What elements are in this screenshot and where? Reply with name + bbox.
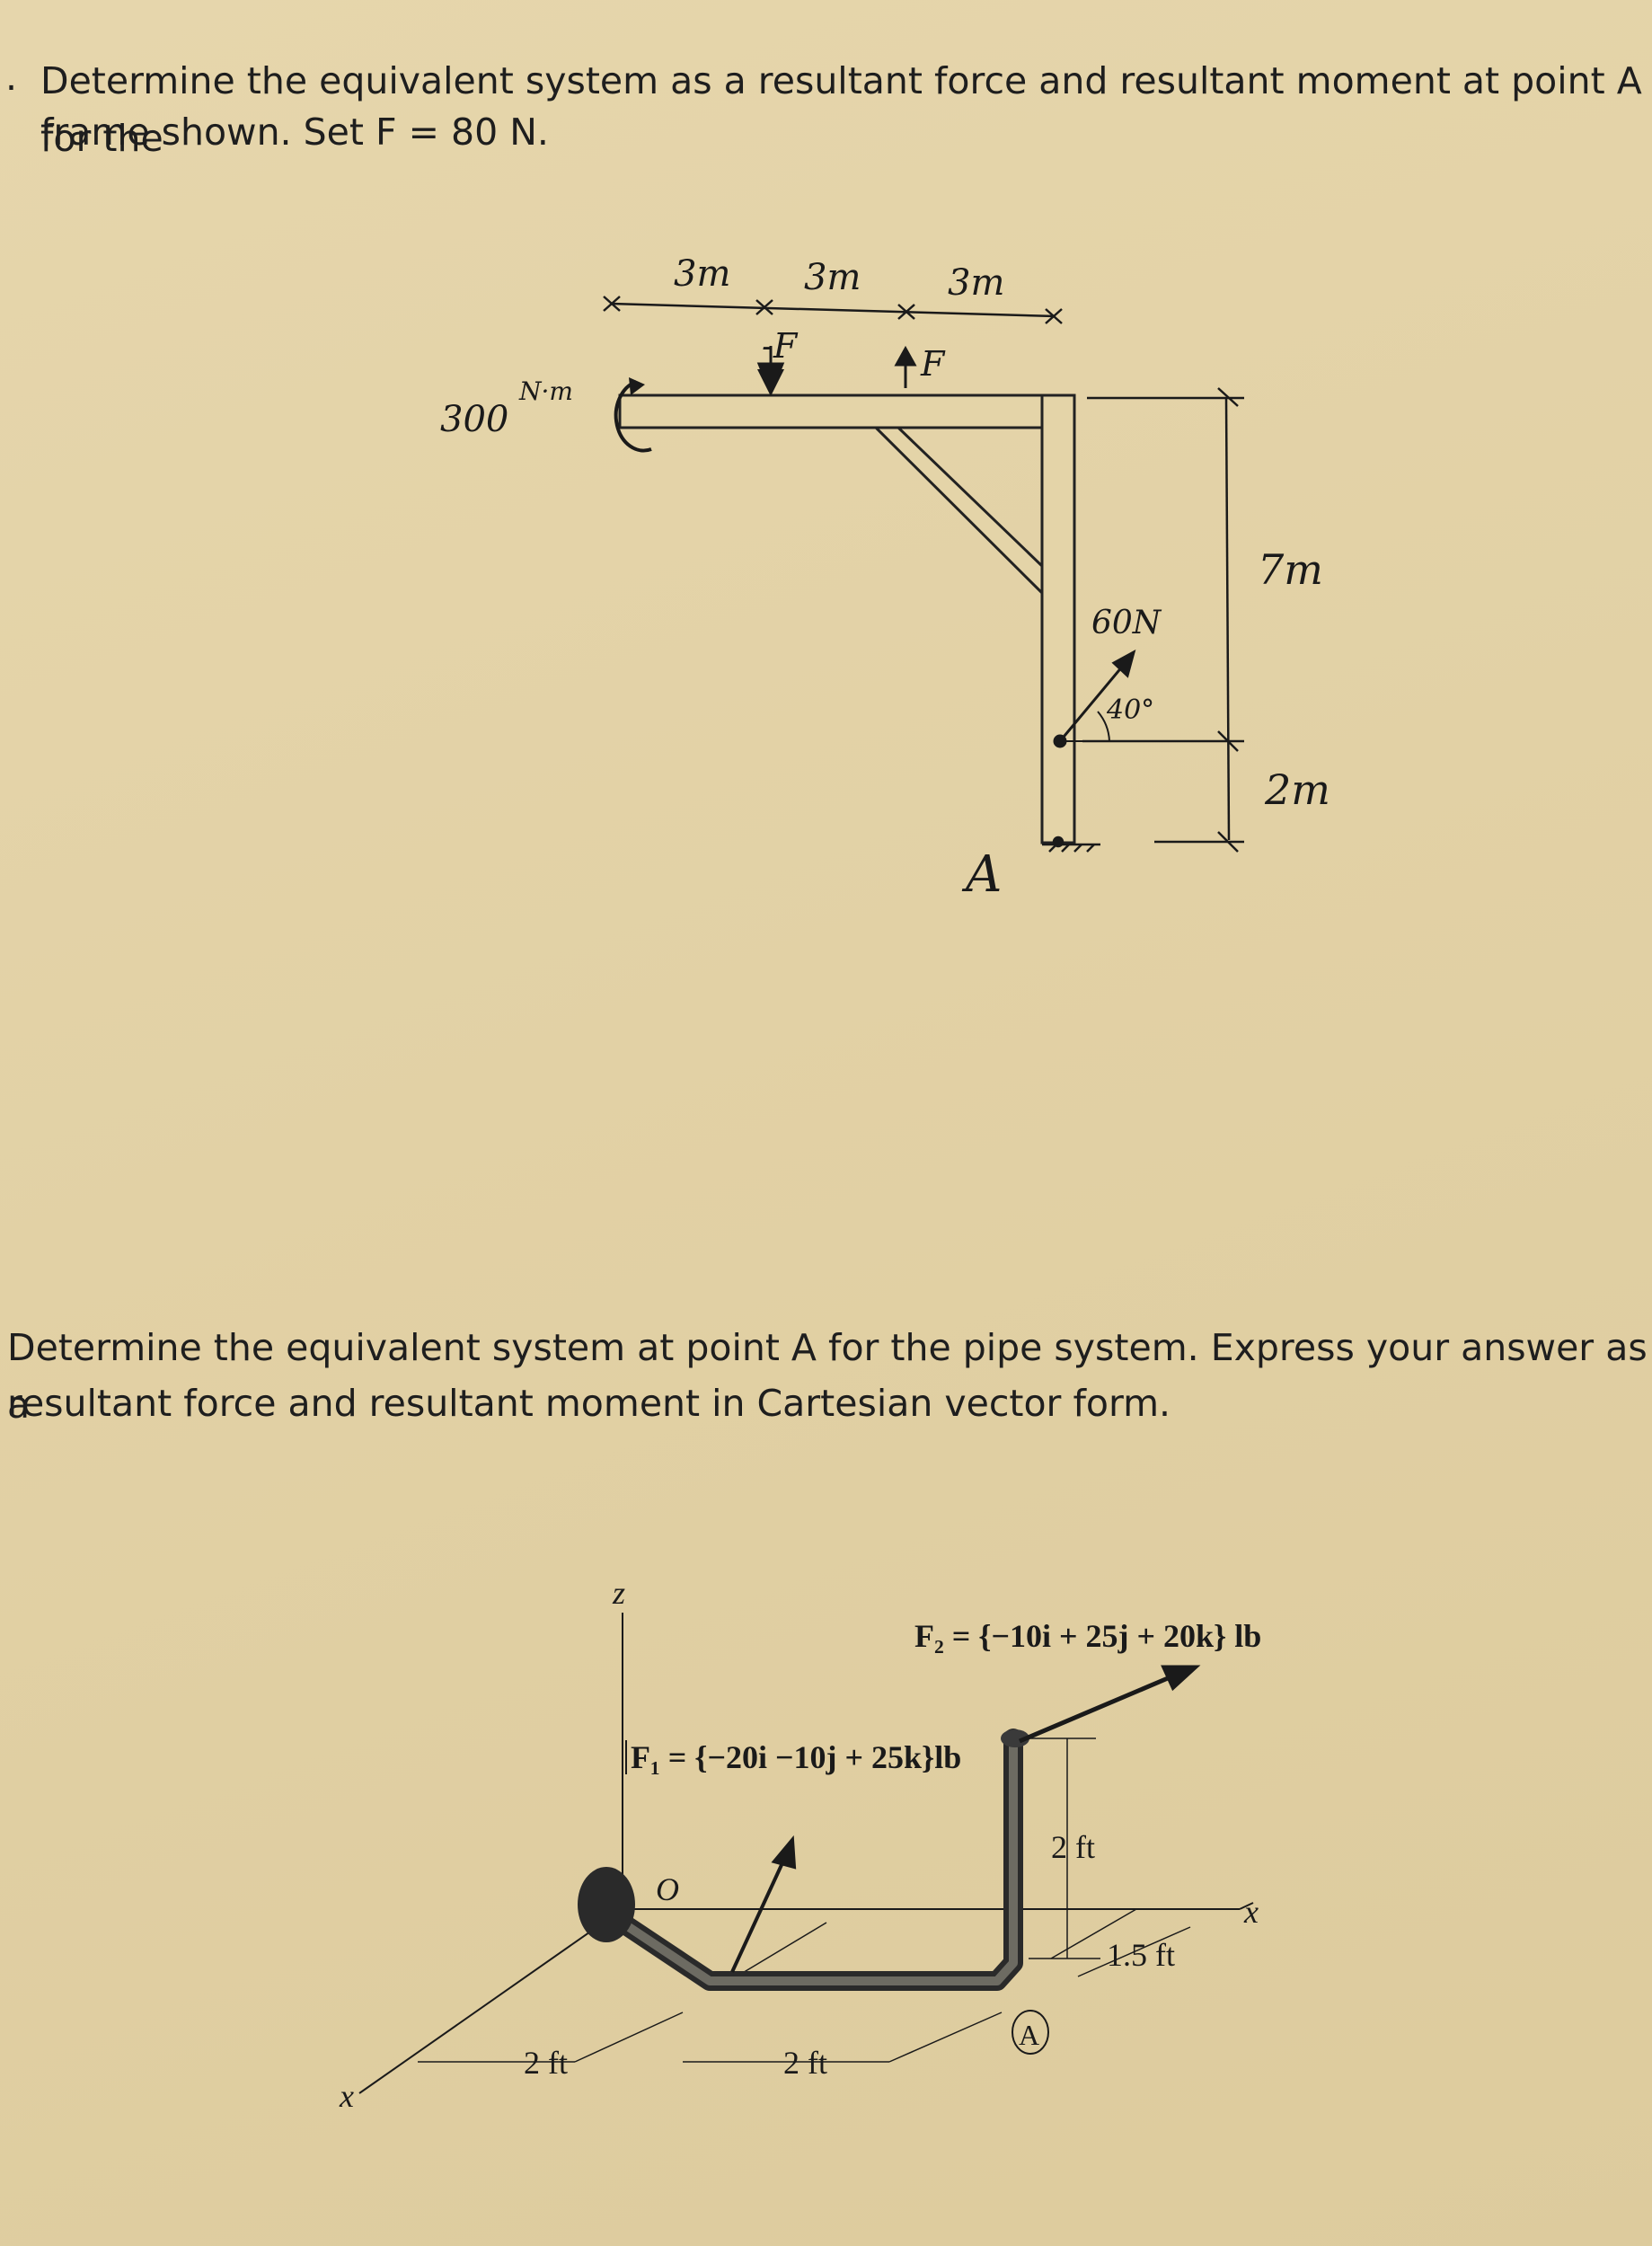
problem-1-text-line-2: frame shown. Set F = 80 N. xyxy=(40,111,549,154)
problem-1-number-mark: . xyxy=(5,56,18,99)
problem-2-text-line-1: Determine the equivalent system at point… xyxy=(7,1326,1648,1427)
axis-x-left-label: x xyxy=(339,2078,354,2114)
force-down-label: -F xyxy=(762,326,799,366)
force-2-label: F₂ = {−10i + 25j + 20k} lb xyxy=(914,1618,1261,1654)
axis-x-right-label: x xyxy=(1243,1894,1259,1930)
problem-2-text-line-2: resultant force and resultant moment in … xyxy=(7,1382,1171,1425)
force-1-arrow xyxy=(730,1835,797,1973)
ground-guide-lines xyxy=(418,1908,1191,2063)
origin-label: O xyxy=(656,1871,679,1907)
fixed-support xyxy=(578,1867,635,1942)
pipe xyxy=(592,1729,1023,1991)
force-down-arrow xyxy=(756,346,785,396)
point-a-circle xyxy=(1012,2010,1049,2055)
frame-point-a-label: A xyxy=(961,845,1002,904)
couple-value: 300 xyxy=(440,399,508,440)
vertical-dimension xyxy=(1029,1738,1100,1959)
top-dimension-line xyxy=(603,296,1063,324)
dim-right-upper: 7m xyxy=(1258,545,1323,594)
pipe-point-a-label: A xyxy=(1019,2019,1039,2051)
dim-bottom-left: 2 ft xyxy=(524,2045,568,2081)
force-up-label: F xyxy=(920,344,946,384)
inclined-force-arrow xyxy=(1053,650,1141,748)
dim-top-2: 3m xyxy=(804,257,861,298)
right-dimension-lines xyxy=(1082,387,1244,853)
pipe-elbow-top xyxy=(1001,1729,1029,1747)
coordinate-axes xyxy=(358,1613,1254,2094)
force-1-label: F₁ = {−20i −10j + 25k}lb xyxy=(631,1739,961,1775)
dim-side: 1.5 ft xyxy=(1107,1937,1175,1973)
force-2-arrow xyxy=(1019,1665,1201,1744)
force-up-arrow xyxy=(894,345,917,388)
support-at-a xyxy=(1042,836,1100,853)
frame-figure: 3m 3m 3m -F F 300 N·m 7m 2m 60N 40° xyxy=(440,253,1330,904)
inclined-force-label: 60N xyxy=(1091,605,1162,641)
frame-horizontal-beam xyxy=(618,393,1044,429)
axis-z-label: z xyxy=(612,1575,625,1611)
frame-diagonal-brace xyxy=(872,426,1044,597)
dim-vertical: 2 ft xyxy=(1051,1829,1095,1865)
dim-top-3: 3m xyxy=(948,262,1004,304)
inclined-force-angle: 40° xyxy=(1106,694,1154,726)
dim-right-lower: 2m xyxy=(1264,765,1330,814)
problem-1-text-line-1: Determine the equivalent system as a res… xyxy=(40,59,1642,160)
couple-arrowhead xyxy=(629,377,645,395)
couple-unit: N·m xyxy=(518,376,573,406)
couple-moment-arrow xyxy=(614,380,652,453)
dim-top-1: 3m xyxy=(674,253,730,295)
dim-bottom-mid: 2 ft xyxy=(783,2045,827,2081)
